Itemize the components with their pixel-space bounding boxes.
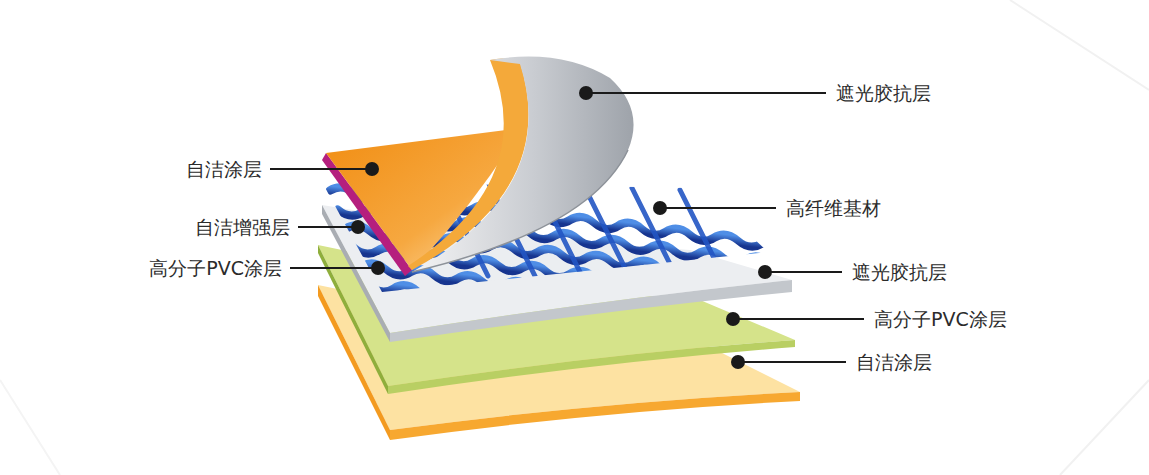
layer-edge	[390, 392, 800, 440]
part-label: 自洁涂层	[856, 351, 932, 374]
part-label: 自洁涂层	[186, 158, 262, 181]
leader-dot	[351, 220, 365, 234]
part-label: 高分子PVC涂层	[874, 308, 1007, 331]
background-stroke	[1010, 0, 1149, 90]
sheet-edge	[412, 150, 628, 272]
leader-dot	[758, 265, 772, 279]
leader-line	[765, 271, 842, 273]
part-label: 自洁增强层	[195, 216, 290, 239]
layer-edge	[388, 340, 795, 394]
fiber-strand	[680, 190, 728, 286]
leader-line	[270, 168, 372, 170]
leader-line	[586, 92, 826, 94]
part-label: 遮光胶抗层	[852, 261, 947, 284]
fiber-strand	[632, 188, 680, 284]
layer-edge	[390, 280, 792, 342]
background-stroke	[0, 380, 60, 475]
leader-line	[298, 226, 358, 228]
leader-dot	[365, 162, 379, 176]
fiber-strand	[584, 186, 632, 282]
shading-sheet	[412, 57, 634, 272]
leader-dot	[726, 312, 740, 326]
leader-dot	[653, 201, 667, 215]
background-stroke	[1060, 380, 1149, 475]
leader-dot	[731, 355, 745, 369]
fiber-strand	[370, 281, 802, 343]
leader-line	[660, 207, 776, 209]
leader-line	[733, 318, 864, 320]
leader-line	[738, 361, 846, 363]
leader-dot	[579, 86, 593, 100]
leader-line	[290, 267, 378, 269]
part-label: 高分子PVC涂层	[149, 257, 282, 280]
leader-dot	[371, 261, 385, 275]
part-label: 高纤维基材	[786, 197, 881, 220]
part-label: 遮光胶抗层	[836, 82, 931, 105]
